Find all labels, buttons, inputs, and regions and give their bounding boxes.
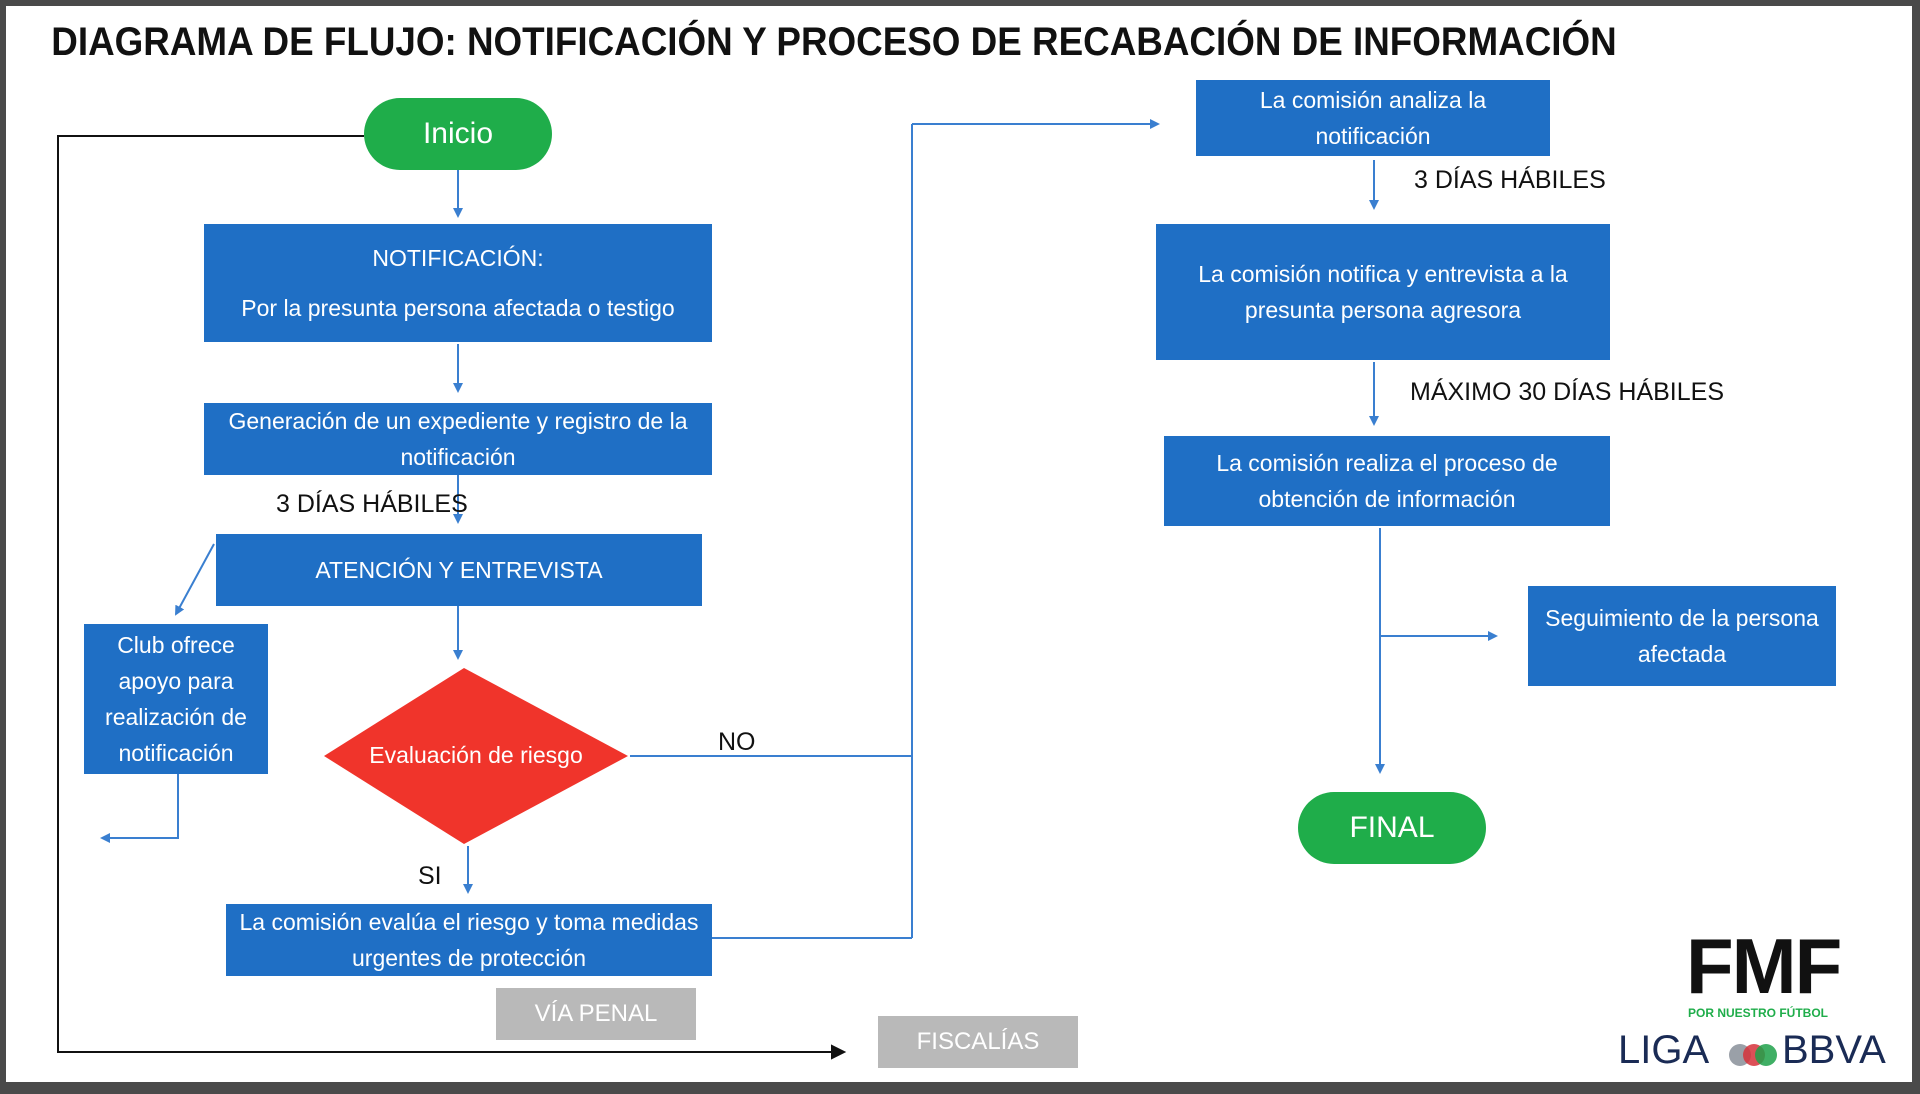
club-line2: apoyo para bbox=[118, 668, 234, 694]
fiscalias-box: FISCALÍAS bbox=[878, 1016, 1078, 1068]
via-penal-label: VÍA PENAL bbox=[534, 1000, 658, 1027]
club-line1: Club ofrece bbox=[117, 632, 235, 658]
notificacion-box: NOTIFICACIÓN: Por la presunta persona af… bbox=[204, 224, 712, 342]
club-box: Club ofrece apoyo para realización de no… bbox=[84, 624, 268, 774]
liga-logo-left: LIGA bbox=[1618, 1028, 1710, 1072]
seguimiento-line1: Seguimiento de la persona bbox=[1545, 605, 1819, 631]
expediente-line2: notificación bbox=[400, 444, 516, 470]
liga-logo-right: BBVA bbox=[1782, 1028, 1886, 1072]
comision-evalua-line1: La comisión evalúa el riesgo y toma medi… bbox=[239, 909, 699, 935]
arrow-loop-head bbox=[831, 1044, 847, 1060]
dias-label-left: 3 DÍAS HÁBILES bbox=[276, 490, 468, 518]
inicio-pill: Inicio bbox=[364, 98, 552, 170]
fiscalias-label: FISCALÍAS bbox=[916, 1028, 1040, 1055]
realiza-line1: La comisión realiza el proceso de bbox=[1216, 450, 1558, 476]
liga-emblem-icon bbox=[1729, 1044, 1777, 1066]
realiza-box: La comisión realiza el proceso de obtenc… bbox=[1164, 436, 1610, 526]
notifica-line2: presunta persona agresora bbox=[1244, 297, 1522, 323]
notificacion-line2: Por la presunta persona afectada o testi… bbox=[241, 295, 675, 321]
maximo-label: MÁXIMO 30 DÍAS HÁBILES bbox=[1410, 378, 1724, 406]
final-label: FINAL bbox=[1349, 811, 1435, 844]
atencion-label: ATENCIÓN Y ENTREVISTA bbox=[315, 557, 603, 583]
final-pill: FINAL bbox=[1298, 792, 1486, 864]
fmf-tagline: POR NUESTRO FÚTBOL bbox=[1688, 1006, 1828, 1020]
atencion-box: ATENCIÓN Y ENTREVISTA bbox=[216, 534, 702, 606]
via-penal-box: VÍA PENAL bbox=[496, 988, 696, 1040]
expediente-line1: Generación de un expediente y registro d… bbox=[228, 408, 688, 434]
notifica-box: La comisión notifica y entrevista a la p… bbox=[1156, 224, 1610, 360]
expediente-box: Generación de un expediente y registro d… bbox=[204, 403, 712, 475]
no-label: NO bbox=[718, 728, 756, 756]
diagram-title: DIAGRAMA DE FLUJO: NOTIFICACIÓN Y PROCES… bbox=[51, 20, 1617, 64]
notifica-line1: La comisión notifica y entrevista a la bbox=[1198, 261, 1568, 287]
si-label: SI bbox=[418, 862, 442, 890]
flowchart-canvas: DIAGRAMA DE FLUJO: NOTIFICACIÓN Y PROCES… bbox=[6, 6, 1912, 1082]
analiza-box: La comisión analiza la notificación bbox=[1196, 80, 1550, 156]
seguimiento-line2: afectada bbox=[1637, 641, 1727, 667]
connector-lines bbox=[57, 119, 1498, 1060]
club-line3: realización de bbox=[105, 704, 247, 730]
comision-evalua-box: La comisión evalúa el riesgo y toma medi… bbox=[226, 904, 712, 976]
analiza-line2: notificación bbox=[1315, 123, 1431, 149]
realiza-line2: obtención de información bbox=[1258, 486, 1516, 512]
seguimiento-box: Seguimiento de la persona afectada bbox=[1528, 586, 1836, 686]
analiza-line1: La comisión analiza la bbox=[1259, 87, 1487, 113]
fmf-logo: FMF bbox=[1686, 922, 1842, 1010]
arrow-club-return bbox=[100, 772, 179, 843]
evaluacion-label: Evaluación de riesgo bbox=[369, 742, 583, 768]
comision-evalua-line2: urgentes de protección bbox=[352, 945, 586, 971]
evaluacion-diamond bbox=[324, 668, 628, 844]
notificacion-line1: NOTIFICACIÓN: bbox=[372, 245, 544, 271]
arrow-atencion-club bbox=[175, 543, 215, 616]
inicio-label: Inicio bbox=[422, 117, 494, 150]
club-line4: notificación bbox=[118, 740, 234, 766]
dias-label-right: 3 DÍAS HÁBILES bbox=[1414, 166, 1606, 194]
line-inicio-loop bbox=[57, 135, 834, 1053]
